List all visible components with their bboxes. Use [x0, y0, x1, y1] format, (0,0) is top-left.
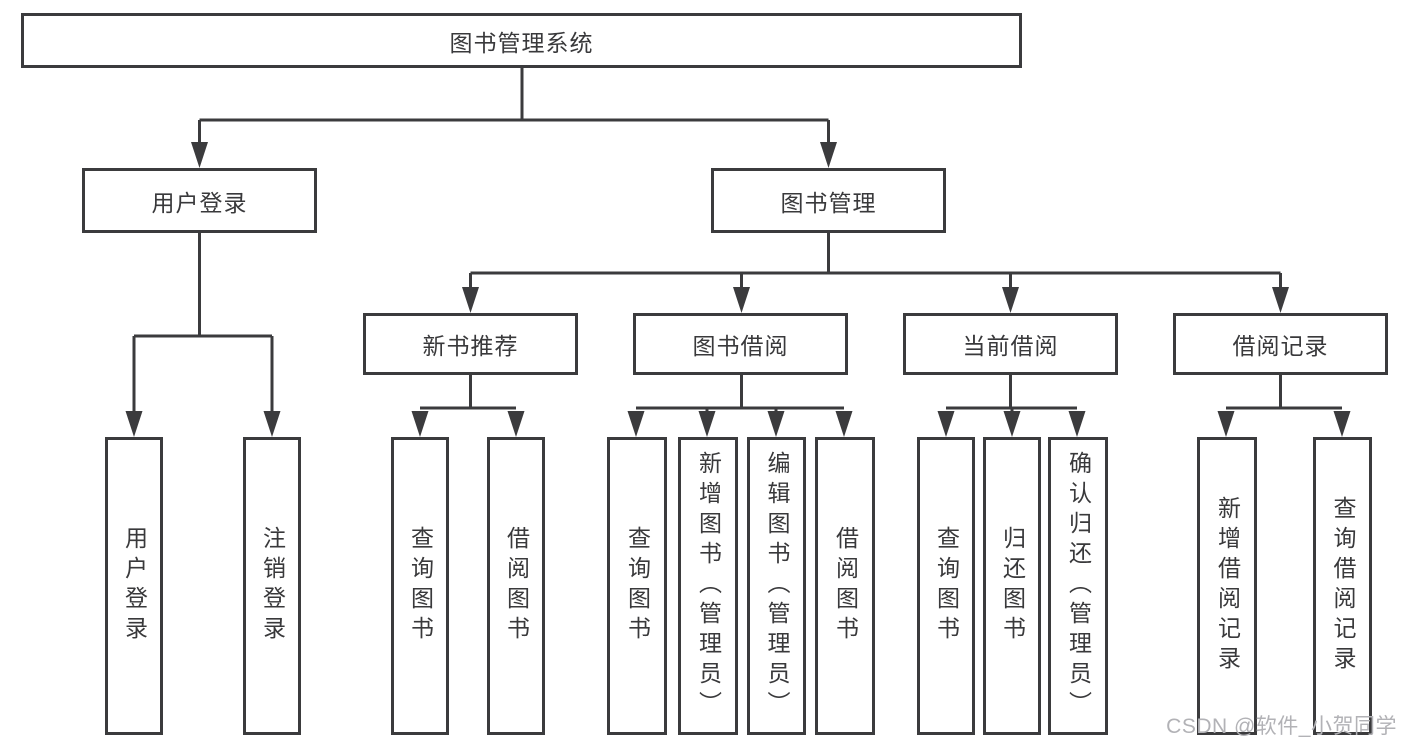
leaf-borrow-books-recommend: 借阅图书 — [487, 437, 545, 735]
node-label: 图书借阅 — [692, 333, 789, 359]
node-book-borrowing: 图书借阅 — [633, 313, 848, 375]
leaf-label: 注销登录 — [259, 526, 286, 646]
leaf-return-books: 归还图书 — [983, 437, 1041, 735]
leaf-add-books-admin: 新增图书（管理员） — [678, 437, 738, 735]
leaf-label: 查询图书 — [407, 526, 434, 646]
leaf-user-login: 用户登录 — [105, 437, 163, 735]
node-label: 图书管理 — [780, 189, 877, 216]
leaf-borrow-books: 借阅图书 — [815, 437, 875, 735]
node-new-book-recommend: 新书推荐 — [363, 313, 578, 375]
leaf-query-books-current: 查询图书 — [917, 437, 975, 735]
node-current-borrowing: 当前借阅 — [903, 313, 1118, 375]
leaf-label: 用户登录 — [121, 526, 148, 646]
node-label: 当前借阅 — [962, 333, 1059, 359]
node-label: 图书管理系统 — [449, 29, 594, 56]
leaf-label: 查询图书 — [624, 526, 651, 646]
node-library-management-system: 图书管理系统 — [21, 13, 1022, 68]
leaf-label: 查询借阅记录 — [1330, 496, 1356, 676]
node-label: 新书推荐 — [422, 333, 519, 359]
leaf-label: 新增借阅记录 — [1214, 496, 1241, 676]
leaf-label: 借阅图书 — [503, 526, 530, 646]
leaf-label: 新增图书（管理员） — [695, 451, 722, 721]
leaf-label: 确认归还（管理员） — [1065, 451, 1092, 721]
node-label: 借阅记录 — [1232, 333, 1329, 359]
leaf-label: 借阅图书 — [832, 526, 859, 646]
leaf-confirm-return-admin: 确认归还（管理员） — [1048, 437, 1108, 735]
leaf-edit-books-admin: 编辑图书（管理员） — [747, 437, 806, 735]
node-borrowing-records: 借阅记录 — [1173, 313, 1388, 375]
leaf-label: 查询图书 — [933, 526, 960, 646]
node-label: 用户登录 — [151, 189, 248, 216]
node-user-login: 用户登录 — [82, 168, 317, 233]
leaf-query-books-borrowing: 查询图书 — [607, 437, 667, 735]
leaf-query-borrow-record: 查询借阅记录 — [1313, 437, 1372, 735]
leaf-add-borrow-record: 新增借阅记录 — [1197, 437, 1257, 735]
leaf-label: 编辑图书（管理员） — [764, 451, 790, 721]
leaf-logout-login: 注销登录 — [243, 437, 301, 735]
node-book-management: 图书管理 — [711, 168, 946, 233]
csdn-watermark: CSDN @软件_小贺同学 — [1166, 715, 1397, 738]
leaf-query-books-recommend: 查询图书 — [391, 437, 449, 735]
leaf-label: 归还图书 — [999, 526, 1026, 646]
